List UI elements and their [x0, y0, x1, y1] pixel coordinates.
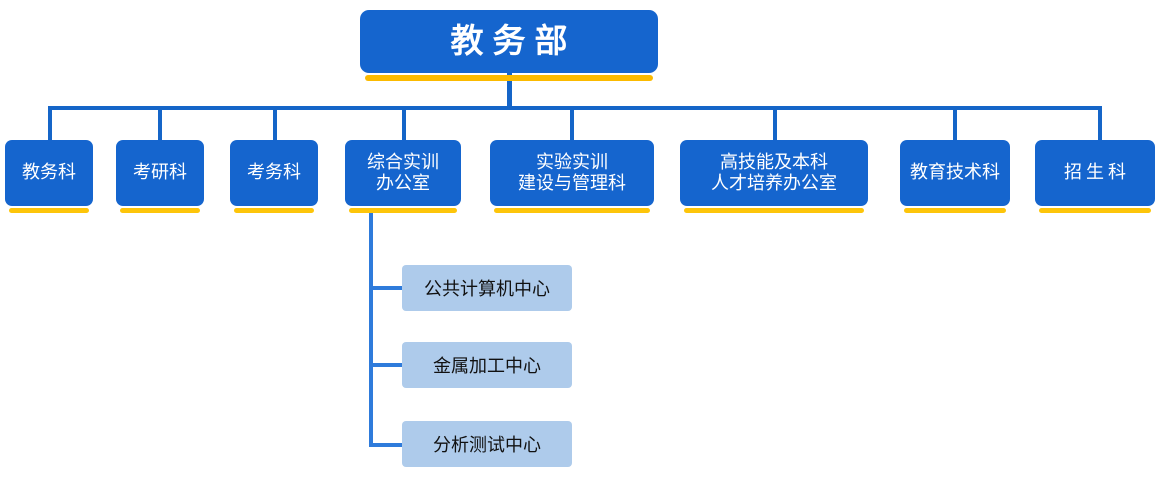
node-department-jiaowuke[interactable]: 教务科	[5, 140, 93, 213]
connector-sub-branch-3	[369, 443, 404, 447]
node-subunit-gonggong-jisuanji-zhongxin[interactable]: 公共计算机中心	[402, 265, 572, 311]
connector-sub-branch-2	[369, 363, 404, 367]
node-department-label: 高技能及本科 人才培养办公室	[711, 151, 837, 193]
node-subunit-jinshu-jiagong-zhongxin[interactable]: 金属加工中心	[402, 342, 572, 388]
node-accent-bar	[234, 208, 314, 213]
node-department-label: 教育技术科	[910, 162, 1000, 183]
connector-drop-7	[953, 106, 957, 142]
node-subunit-fenxi-ceshi-zhongxin[interactable]: 分析测试中心	[402, 421, 572, 467]
connector-level1-bus	[48, 106, 1102, 110]
connector-sub-branch-1	[369, 286, 404, 290]
node-department-kaoyanke[interactable]: 考研科	[116, 140, 204, 213]
node-accent-bar	[1039, 208, 1151, 213]
node-department-gaojineng-benke-rencai-peiyang-bangongshi[interactable]: 高技能及本科 人才培养办公室	[680, 140, 868, 213]
node-department-label: 招生科	[1064, 162, 1130, 183]
connector-drop-3	[273, 106, 277, 142]
node-subunit-label: 分析测试中心	[433, 435, 541, 455]
node-accent-bar	[349, 208, 457, 213]
node-root[interactable]: 教务部	[360, 10, 658, 81]
node-department-label: 教务科	[22, 162, 76, 183]
connector-drop-4	[402, 106, 406, 142]
node-department-shiyan-shixun-jianshe-guanlike[interactable]: 实验实训 建设与管理科	[490, 140, 654, 213]
node-root-label: 教务部	[450, 22, 577, 60]
connector-drop-1	[48, 106, 52, 142]
connector-drop-8	[1098, 106, 1102, 142]
node-subunit-label: 金属加工中心	[433, 356, 541, 376]
node-department-label: 考研科	[133, 162, 187, 183]
connector-drop-2	[158, 106, 162, 142]
connector-drop-6	[773, 106, 777, 142]
node-accent-bar	[684, 208, 864, 213]
node-accent-bar	[120, 208, 200, 213]
node-accent-bar	[494, 208, 650, 213]
node-subunit-label: 公共计算机中心	[424, 279, 550, 299]
node-department-zhaoshengke[interactable]: 招生科	[1035, 140, 1155, 213]
node-department-zonghe-shixun-bangongshi[interactable]: 综合实训 办公室	[345, 140, 461, 213]
connector-drop-5	[570, 106, 574, 142]
node-department-label: 实验实训 建设与管理科	[518, 151, 626, 193]
node-department-jiaoyu-jishuke[interactable]: 教育技术科	[900, 140, 1010, 213]
node-department-kaowuke[interactable]: 考务科	[230, 140, 318, 213]
node-accent-bar	[365, 75, 653, 81]
connector-root-stem	[507, 73, 512, 108]
connector-subtree-trunk	[369, 212, 373, 447]
node-accent-bar	[9, 208, 89, 213]
node-department-label: 考务科	[247, 162, 301, 183]
node-department-label: 综合实训 办公室	[367, 151, 439, 193]
node-accent-bar	[904, 208, 1006, 213]
